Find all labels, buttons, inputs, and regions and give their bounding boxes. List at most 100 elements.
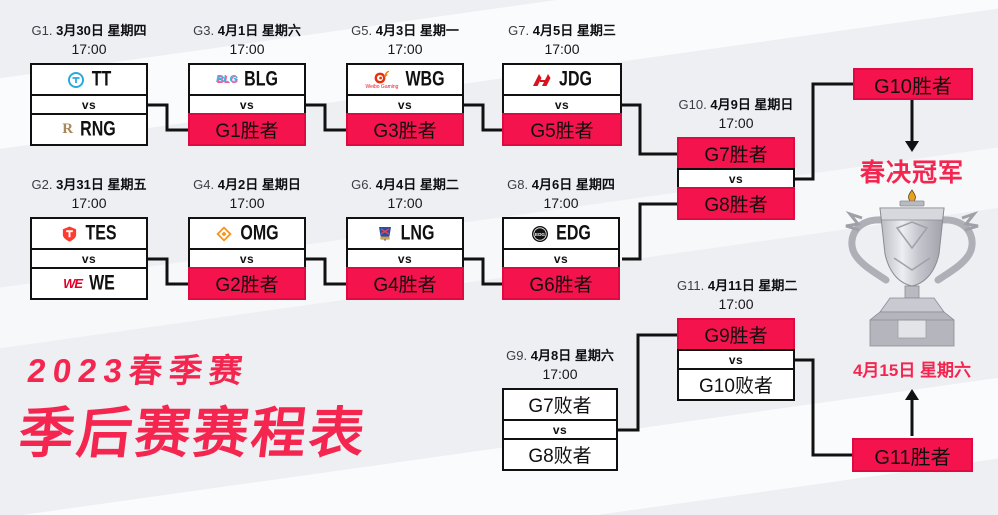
winner-slot-g3: G3胜者 <box>346 113 464 146</box>
match-schedule: G8. 4月6日 星期四 <box>502 176 620 194</box>
match-g7: G7. 4月5日 星期三 17:00 JDG vs G5胜者 <box>502 22 622 146</box>
vs-label: vs <box>502 419 618 440</box>
match-box: EDG EDG vs G6胜者 <box>502 217 620 300</box>
team-slot-edg: EDG EDG <box>502 217 620 250</box>
team-name: RNG <box>80 117 116 141</box>
match-schedule: G6. 4月4日 星期二 <box>346 176 464 194</box>
loser-slot-g8: G8败者 <box>502 438 618 471</box>
match-id: G11. <box>677 278 705 293</box>
winner-slot-g2: G2胜者 <box>188 267 306 300</box>
match-id: G5. <box>351 23 373 38</box>
edg-badge-text: EDG <box>535 232 545 237</box>
final-date: 4月15日 星期六 <box>852 361 972 380</box>
match-id: G10. <box>678 97 707 112</box>
match-g3: G3. 4月1日 星期六 17:00 BLG BLG vs G1胜者 <box>188 22 306 146</box>
match-id: G7. <box>508 23 530 38</box>
match-date: 4月2日 星期日 <box>217 177 301 192</box>
team-slot-blg: BLG BLG <box>188 63 306 96</box>
winner-slot-g5: G5胜者 <box>502 113 622 146</box>
match-time: 17:00 <box>543 195 579 211</box>
winner-slot-g7: G7胜者 <box>677 137 795 170</box>
match-time: 17:00 <box>71 195 107 211</box>
match-time: 17:00 <box>718 115 754 131</box>
match-g6: G6. 4月4日 星期二 17:00 LNG vs G4胜者 <box>346 176 464 300</box>
match-time: 17:00 <box>387 195 423 211</box>
poster-title-line2: 季后赛赛程表 <box>15 402 372 464</box>
loser-slot-g10: G10败者 <box>677 368 795 401</box>
match-date: 4月9日 星期日 <box>710 97 794 112</box>
tes-logo <box>61 225 78 243</box>
g11-winner-box: G11胜者 <box>852 438 973 472</box>
match-time: 17:00 <box>718 296 754 312</box>
match-box: BLG BLG vs G1胜者 <box>188 63 306 146</box>
team-name: WE <box>89 271 115 295</box>
omg-logo <box>215 225 233 243</box>
champion-label: 春决冠军 <box>859 159 964 187</box>
wbg-subtext: Weibo Gaming <box>365 83 399 90</box>
jdg-logo <box>532 73 552 87</box>
team-slot-omg: OMG <box>188 217 306 250</box>
tt-logo <box>67 71 85 89</box>
match-schedule: G7. 4月5日 星期三 <box>502 22 622 40</box>
vs-label: vs <box>346 94 464 115</box>
champion-trophy <box>842 188 982 359</box>
winner-slot-g9: G9胜者 <box>677 318 795 351</box>
match-box: TT vs R RNG <box>30 63 148 146</box>
match-g4: G4. 4月2日 星期日 17:00 OMG vs G2胜者 <box>188 176 306 300</box>
match-g11: G11. 4月11日 星期二 17:00 G9胜者 vs G10败者 <box>677 277 797 401</box>
winner-slot-g6: G6胜者 <box>502 267 620 300</box>
match-schedule: G10. 4月9日 星期日 <box>677 96 795 114</box>
team-name: BLG <box>244 67 278 91</box>
match-g8: G8. 4月6日 星期四 17:00 EDG EDG vs G6胜者 <box>502 176 620 300</box>
match-g2: G2. 3月31日 星期五 17:00 TES vs WE WE <box>30 176 148 300</box>
match-box: Weibo Gaming WBG vs G3胜者 <box>346 63 464 146</box>
vs-label: vs <box>30 248 148 269</box>
vs-label: vs <box>30 94 148 115</box>
team-name: EDG <box>556 221 591 245</box>
we-logo: WE <box>63 276 83 291</box>
match-date: 4月8日 星期六 <box>530 348 614 363</box>
match-g5: G5. 4月3日 星期一 17:00 Weibo Gaming WBG vs G… <box>346 22 464 146</box>
match-id: G6. <box>351 177 373 192</box>
team-slot-lng: LNG <box>346 217 464 250</box>
match-date: 4月5日 星期三 <box>532 23 616 38</box>
blg-logo: BLG <box>216 73 238 85</box>
team-name: TES <box>85 221 117 245</box>
match-id: G4. <box>193 177 215 192</box>
match-time: 17:00 <box>542 366 578 382</box>
match-schedule: G5. 4月3日 星期一 <box>346 22 464 40</box>
match-id: G2. <box>31 177 53 192</box>
match-id: G8. <box>507 177 529 192</box>
match-g9: G9. 4月8日 星期六 17:00 G7败者 vs G8败者 <box>502 347 618 471</box>
vs-label: vs <box>677 349 795 370</box>
match-time: 17:00 <box>544 41 580 57</box>
match-box: TES vs WE WE <box>30 217 148 300</box>
team-slot-rng: R RNG <box>30 113 148 146</box>
match-time: 17:00 <box>229 195 265 211</box>
team-name: TT <box>91 67 112 91</box>
vs-label: vs <box>502 248 620 269</box>
match-schedule: G2. 3月31日 星期五 <box>30 176 148 194</box>
match-date: 4月6日 星期四 <box>531 177 615 192</box>
winner-slot-g4: G4胜者 <box>346 267 464 300</box>
wbg-logo: Weibo Gaming <box>365 70 398 90</box>
team-name: JDG <box>559 67 592 91</box>
match-box: LNG vs G4胜者 <box>346 217 464 300</box>
match-g1: G1. 3月30日 星期四 17:00 TT vs R RNG <box>30 22 148 146</box>
match-g10: G10. 4月9日 星期日 17:00 G7胜者 vs G8胜者 <box>677 96 795 220</box>
match-box: JDG vs G5胜者 <box>502 63 622 146</box>
match-time: 17:00 <box>387 41 423 57</box>
edg-logo: EDG <box>531 225 549 243</box>
poster-title-line1: 2023春季赛 <box>25 352 252 389</box>
team-name: OMG <box>240 221 279 245</box>
team-slot-we: WE WE <box>30 267 148 300</box>
match-schedule: G9. 4月8日 星期六 <box>502 347 618 365</box>
match-id: G1. <box>31 23 53 38</box>
match-schedule: G11. 4月11日 星期二 <box>677 277 797 295</box>
team-name: WBG <box>405 67 445 91</box>
g10-winner-box: G10胜者 <box>853 68 973 100</box>
background-swoosh <box>0 0 998 165</box>
match-box: G7败者 vs G8败者 <box>502 388 618 471</box>
winner-slot-g1: G1胜者 <box>188 113 306 146</box>
